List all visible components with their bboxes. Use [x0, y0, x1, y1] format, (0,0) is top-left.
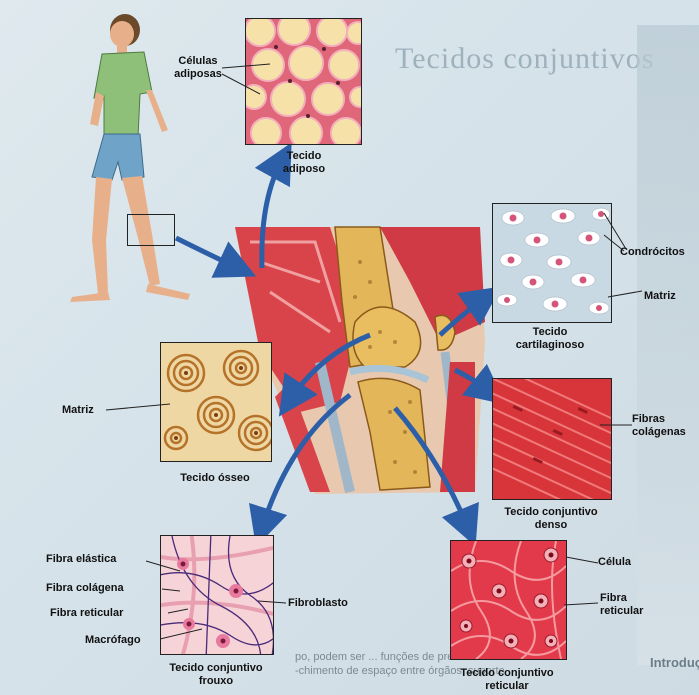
bone-caption: Tecido ósseo: [160, 472, 270, 485]
cartilage-tissue-panel: [492, 203, 612, 323]
dense-pointer-line: [598, 420, 634, 430]
arrow-to-loose: [262, 395, 350, 528]
cartilage-pointer-lines: [598, 205, 658, 305]
loose-pointer-lines: [140, 555, 300, 645]
reticular-pointer-lines: [550, 555, 602, 615]
bone-tissue-panel: [160, 342, 272, 462]
cartilage-caption: Tecido cartilaginoso: [500, 326, 600, 352]
loose-caption-line-2: frouxo: [155, 675, 277, 688]
bone-pointer-line: [104, 400, 174, 420]
reticular-fiber-right-label: Fibra reticular: [600, 592, 643, 618]
dense-caption: Tecido conjuntivo denso: [490, 506, 612, 532]
bone-matrix-label: Matriz: [62, 404, 94, 417]
elastic-fiber-label: Fibra elástica: [46, 553, 116, 566]
label-fibra: Fibra: [600, 592, 643, 605]
dense-caption-line-1: Tecido conjuntivo: [490, 506, 612, 519]
adipose-caption-line-2: adiposo: [272, 163, 336, 176]
label-fibras: Fibras: [632, 413, 686, 426]
cell-label: Célula: [598, 556, 631, 569]
arrow-to-dense: [455, 370, 490, 392]
arrow-to-reticular: [395, 408, 468, 528]
macrophage-label: Macrófago: [85, 634, 141, 647]
label-reticular: reticular: [600, 605, 643, 618]
adipose-pointer-lines: [220, 60, 280, 100]
label-colagenas: colágenas: [632, 426, 686, 439]
cartilage-caption-line-2: cartilaginoso: [500, 339, 600, 352]
arrow-to-bone: [290, 335, 370, 400]
arrow-to-cartilage: [440, 298, 485, 335]
arrow-to-adipose: [262, 160, 282, 268]
cartilage-caption-line-1: Tecido: [500, 326, 600, 339]
reticular-caption-line-2: reticular: [444, 680, 570, 693]
collagen-fiber-label: Fibra colágena: [46, 582, 124, 595]
collagen-fibers-label: Fibras colágenas: [632, 413, 686, 439]
dense-connective-panel: [492, 378, 612, 500]
loose-caption-line-1: Tecido conjuntivo: [155, 662, 277, 675]
reticular-caption: Tecido conjuntivo reticular: [444, 667, 570, 693]
reticular-fiber-left-label: Fibra reticular: [50, 607, 123, 620]
loose-caption: Tecido conjuntivo frouxo: [155, 662, 277, 688]
dense-caption-line-2: denso: [490, 519, 612, 532]
arrow-to-knee: [176, 238, 238, 268]
adipose-caption-line-1: Tecido: [272, 150, 336, 163]
adipose-caption: Tecido adiposo: [272, 150, 336, 176]
reticular-caption-line-1: Tecido conjuntivo: [444, 667, 570, 680]
